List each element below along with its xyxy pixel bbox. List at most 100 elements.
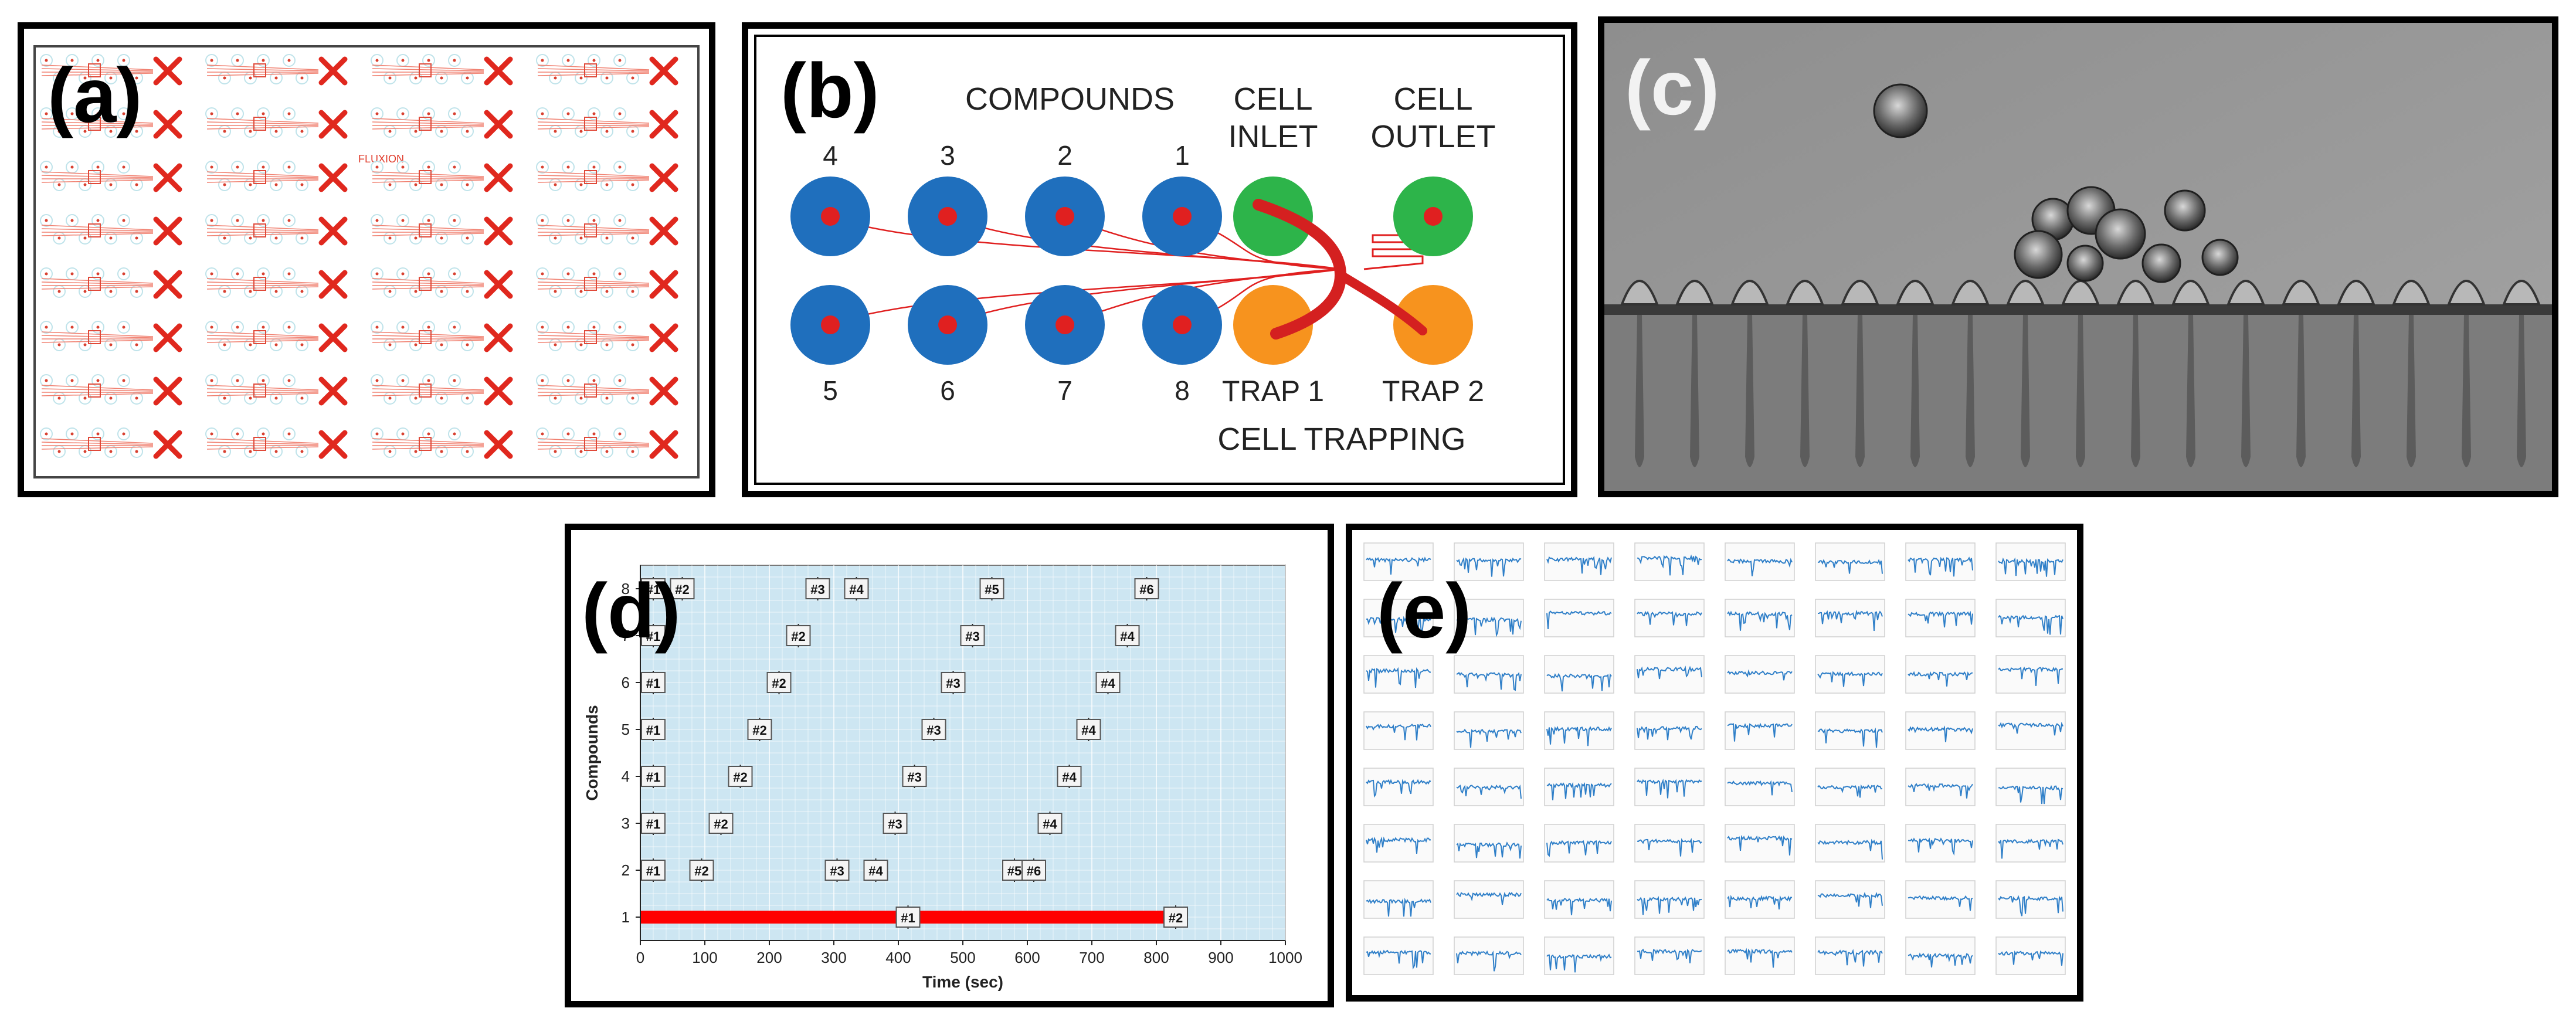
- compound-well-8: [1142, 285, 1222, 365]
- chip-well-unit: [205, 214, 348, 246]
- schedule-marker: #1: [641, 858, 666, 882]
- trace-thumbnail: [1454, 542, 1524, 581]
- trace-thumbnail: [1905, 768, 1976, 806]
- cell-outlet-label-line1: CELL: [1393, 82, 1472, 117]
- trace-thumbnail: [1544, 655, 1614, 694]
- chip-well-unit: [40, 321, 182, 352]
- trace-thumbnail: [1905, 824, 1976, 863]
- chip-well-unit: [40, 214, 182, 246]
- x-tick-label: 200: [756, 949, 782, 966]
- cell-outlet-well: [1393, 177, 1473, 256]
- compound-well-2: [1025, 177, 1105, 256]
- marker-label: #3: [965, 629, 979, 644]
- chip-well-unit: [205, 107, 348, 139]
- marker-label: #4: [1081, 723, 1096, 738]
- chip-well-unit: [205, 161, 348, 192]
- chip-well-unit: [371, 107, 513, 139]
- panel-c: (c): [1598, 16, 2558, 497]
- trace-thumbnail: [1815, 768, 1885, 806]
- marker-label: #2: [772, 676, 786, 691]
- microscope-image: [1604, 23, 2552, 491]
- chip-layout-image: FLUXION: [33, 45, 700, 478]
- chip-well-unit: [40, 107, 182, 139]
- y-tick-label: 1: [622, 908, 630, 926]
- compound-well-5: [790, 285, 870, 365]
- trace-thumbnail: [1454, 824, 1524, 863]
- cell: [2066, 245, 2104, 282]
- trace-thumbnail: [1905, 936, 1976, 975]
- marker-label: #1: [646, 676, 660, 691]
- trace-thumbnail: [1634, 936, 1705, 975]
- marker-label: #2: [1169, 911, 1183, 925]
- compound-well-3: [908, 177, 987, 256]
- trace-thumbnail: [1634, 711, 1705, 750]
- schedule-marker: #4: [1095, 671, 1121, 694]
- marker-label: #6: [1139, 582, 1153, 597]
- marker-label: #4: [1043, 817, 1057, 831]
- schedule-marker: #4: [1057, 765, 1082, 788]
- compound-number: 2: [1057, 140, 1073, 171]
- schedule-marker: #3: [960, 624, 985, 647]
- panel-b-label: (b): [780, 47, 880, 134]
- trace-thumbnail: [1634, 880, 1705, 919]
- chip-well-unit: [371, 321, 513, 352]
- compound-well-4: [790, 177, 870, 256]
- compound-number: 3: [940, 140, 955, 171]
- schedule-marker: #4: [863, 858, 888, 882]
- schedule-marker: #3: [941, 671, 966, 694]
- compound-well-7: [1025, 285, 1105, 365]
- marker-label: #2: [791, 629, 805, 644]
- trace-thumbnail: [1995, 542, 2066, 581]
- cell-inlet-label-line2: INLET: [1228, 119, 1318, 154]
- chip-well-unit: [205, 427, 348, 459]
- trap-site: [2171, 280, 2210, 467]
- marker-label: #4: [868, 864, 883, 878]
- trace-thumbnail: [1363, 542, 1434, 581]
- trace-thumbnail: [1725, 880, 1795, 919]
- compound-schedule-chart: #1#2#3#4#5#6#1#2#3#4#1#2#3#4#1#2#3#4#1#2…: [583, 565, 1302, 991]
- compounds-title: COMPOUNDS: [965, 82, 1175, 117]
- trace-thumbnail: [1725, 655, 1795, 694]
- trap-site: [1841, 280, 1879, 467]
- schedule-marker: #2: [1163, 905, 1188, 929]
- trace-thumbnail: [1363, 655, 1434, 694]
- compound-number: 1: [1175, 140, 1190, 171]
- y-tick-label: 3: [622, 814, 630, 832]
- marker-label: #1: [646, 770, 660, 785]
- compound-number: 8: [1175, 375, 1190, 406]
- trace-thumbnail: [1725, 542, 1795, 581]
- schedule-marker: #6: [1021, 858, 1046, 882]
- x-tick-label: 300: [821, 949, 846, 966]
- trace-thumbnail: [1725, 824, 1795, 863]
- y-axis-title: Compounds: [583, 705, 601, 800]
- marker-label: #4: [1120, 629, 1135, 644]
- y-tick-label: 7: [622, 627, 630, 644]
- cell: [2141, 243, 2181, 283]
- marker-label: #3: [907, 770, 921, 785]
- chip-well-unit: [371, 161, 513, 192]
- trace-thumbnail: [1544, 768, 1614, 806]
- trap-site: [2447, 280, 2486, 467]
- marker-label: #3: [810, 582, 824, 597]
- trace-thumbnail: [1454, 880, 1524, 919]
- panel-c-label: (c): [1625, 45, 1720, 131]
- trap-site: [2502, 280, 2541, 467]
- chip-well-unit: [536, 267, 678, 299]
- trace-thumbnail: [1995, 880, 2066, 919]
- marker-label: #5: [1007, 864, 1021, 878]
- schedule-marker: #1: [641, 718, 666, 741]
- schedule-marker: #2: [747, 718, 772, 741]
- chip-well-unit: [371, 267, 513, 299]
- marker-label: #2: [733, 770, 747, 785]
- y-tick-label: 6: [622, 674, 630, 691]
- schedule-marker: #4: [1115, 624, 1140, 647]
- chip-well-unit: [205, 321, 348, 352]
- trace-grid: [1363, 542, 2066, 975]
- marker-label: #2: [714, 817, 728, 831]
- trace-thumbnail: [1995, 711, 2066, 750]
- x-axis-title: Time (sec): [922, 973, 1003, 991]
- chip-well-unit: [536, 214, 678, 246]
- trace-thumbnail: [1905, 542, 1976, 581]
- marker-label: #3: [926, 723, 941, 738]
- trace-thumbnail: [1815, 824, 1885, 863]
